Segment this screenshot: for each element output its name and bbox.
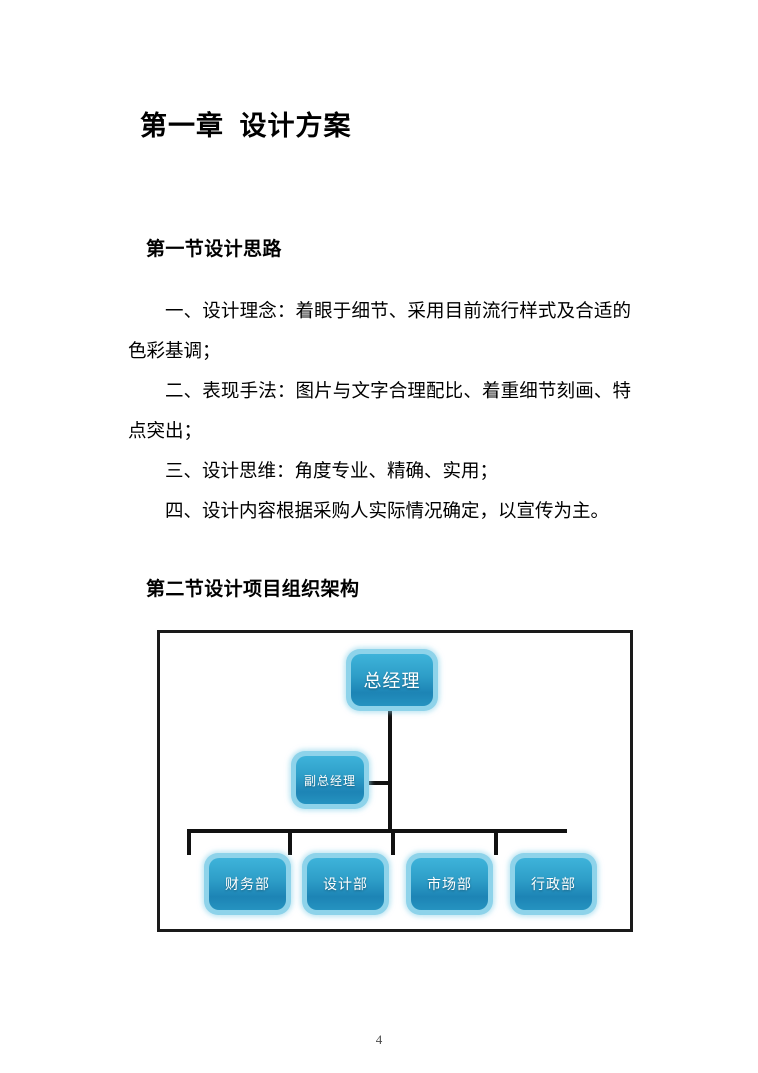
page-number: 4: [375, 1032, 383, 1047]
paragraph-design-concept: 一、设计理念：着眼于细节、采用目前流行样式及合适的色彩基调；: [128, 302, 631, 362]
body-text-block: 一、设计理念：着眼于细节、采用目前流行样式及合适的色彩基调； 二、表现手法：图片…: [128, 292, 631, 532]
section-heading-design-approach: 第一节设计思路: [146, 238, 282, 260]
connector-drop-4: [494, 831, 498, 855]
paragraph-expression-method: 二、表现手法：图片与文字合理配比、着重细节刻画、特点突出；: [128, 382, 631, 442]
connector-drop-3: [391, 831, 395, 855]
org-node-general-manager-label: 总经理: [351, 654, 433, 706]
org-node-design-dept-label: 设计部: [307, 858, 384, 910]
connector-vertical-main: [388, 711, 392, 831]
org-node-admin-dept: 行政部: [510, 853, 597, 915]
org-node-admin-dept-label: 行政部: [515, 858, 592, 910]
org-node-general-manager: 总经理: [346, 649, 438, 711]
org-node-deputy-manager-label: 副总经理: [296, 756, 364, 804]
connector-drop-1: [187, 831, 191, 855]
paragraph-design-thinking: 三、设计思维：角度专业、精确、实用；: [165, 462, 499, 482]
org-node-marketing-dept-label: 市场部: [411, 858, 488, 910]
org-node-marketing-dept: 市场部: [406, 853, 493, 915]
connector-horizontal-bus: [187, 829, 567, 833]
section-heading-org-structure: 第二节设计项目组织架构: [146, 578, 360, 600]
chapter-title: 第一章 设计方案: [140, 111, 352, 142]
org-chart-figure: 总经理 副总经理 财务部 设计部 市场部 行政部: [157, 630, 633, 932]
connector-deputy-stub: [365, 781, 392, 785]
org-node-deputy-manager: 副总经理: [291, 751, 369, 809]
org-node-finance-dept-label: 财务部: [209, 858, 286, 910]
org-chart-canvas: 总经理 副总经理 财务部 设计部 市场部 行政部: [160, 633, 630, 929]
org-node-finance-dept: 财务部: [204, 853, 291, 915]
connector-drop-2: [288, 831, 292, 855]
paragraph-design-content: 四、设计内容根据采购人实际情况确定，以宣传为主。: [165, 502, 610, 522]
org-node-design-dept: 设计部: [302, 853, 389, 915]
